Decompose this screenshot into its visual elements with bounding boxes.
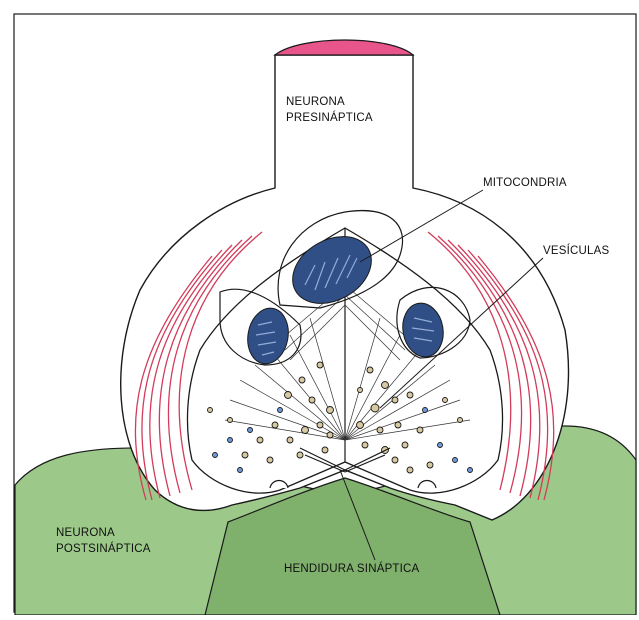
- label-presynaptic-line2: PRESINÁPTICA: [286, 111, 373, 124]
- axon-cap: [275, 40, 413, 55]
- label-postsynaptic-line1: NEURONA: [56, 527, 115, 539]
- label-cleft: HENDIDURA SINÁPTICA: [284, 562, 420, 575]
- label-presynaptic-line1: NEURONA: [286, 96, 345, 108]
- label-postsynaptic-line2: POSTSINÁPTICA: [56, 542, 151, 555]
- label-vesicles: VESÍCULAS: [543, 244, 609, 257]
- label-mitochondria: MITOCONDRIA: [483, 177, 567, 189]
